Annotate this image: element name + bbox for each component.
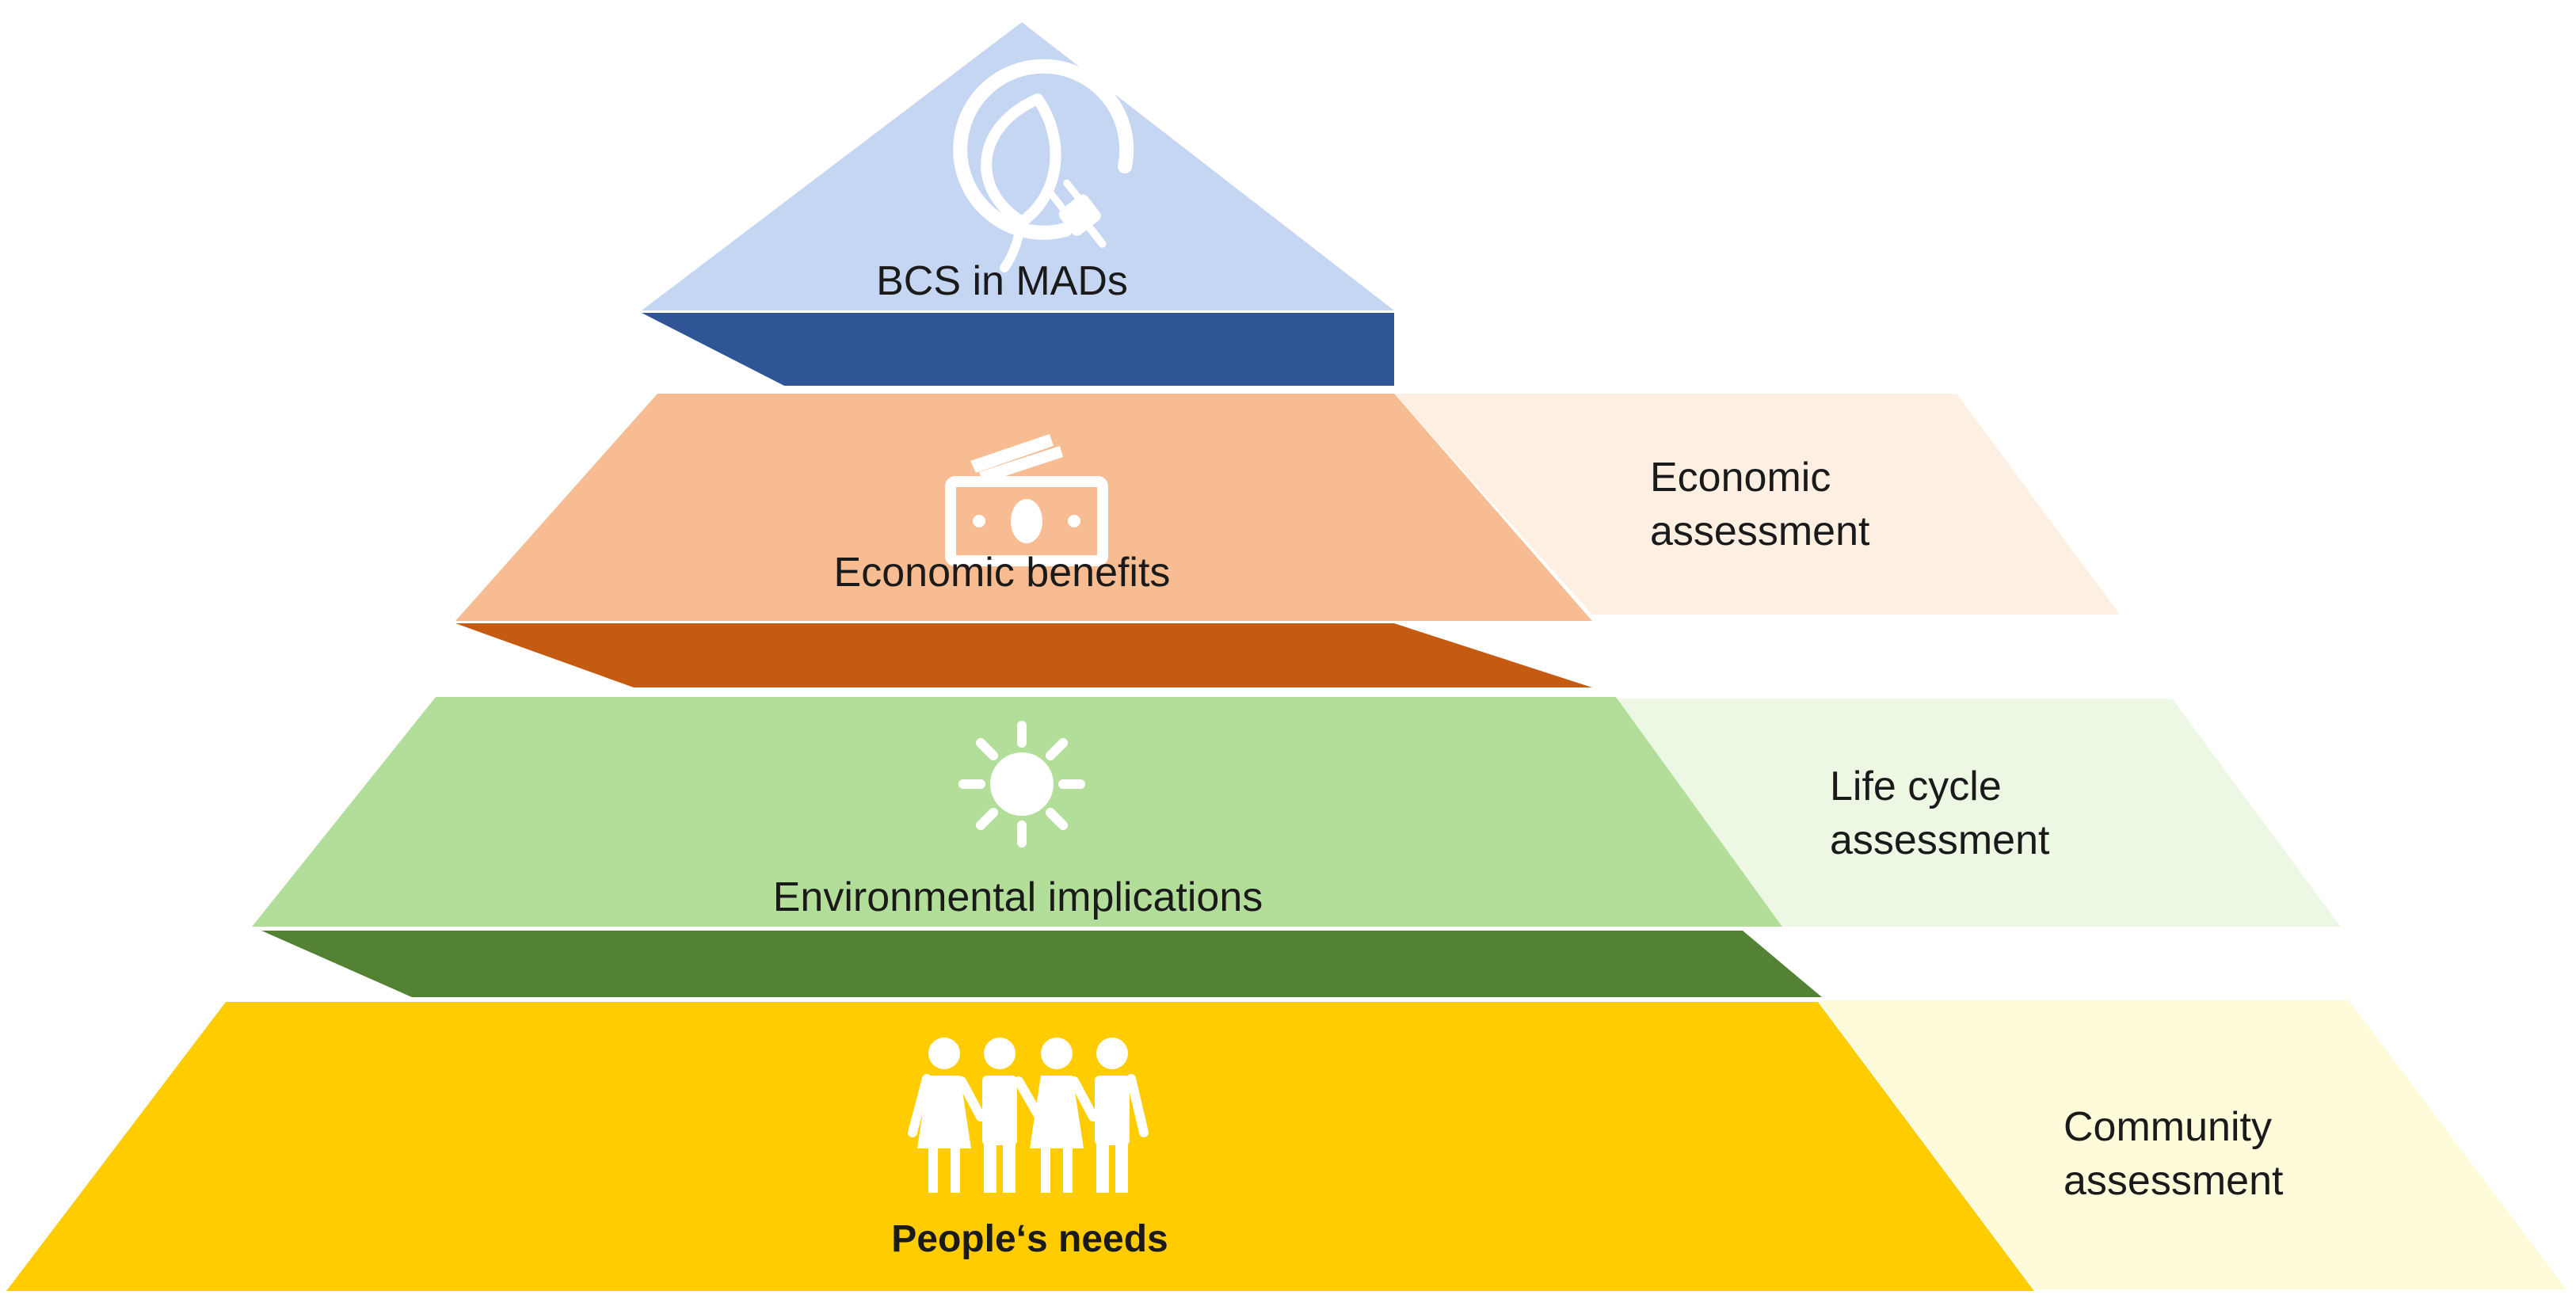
tier-label-bcs: BCS in MADs	[876, 258, 1128, 304]
tier-economic-shade	[455, 623, 1592, 687]
tier-label-people: People‘s needs	[891, 1218, 1168, 1260]
people-icon	[908, 1038, 1149, 1193]
assessment-label-community-line2: assessment	[2063, 1158, 2284, 1204]
tier-people	[6, 1002, 2034, 1291]
tier-top-triangle	[642, 22, 1394, 310]
money-bills-icon	[945, 434, 1108, 566]
tier-label-environmental: Environmental implications	[773, 874, 1263, 920]
assessment-label-lifecycle-line2: assessment	[1830, 817, 2050, 863]
assessment-label-economic-line1: Economic	[1650, 455, 1831, 501]
sun-icon	[958, 721, 1085, 847]
tier-label-economic: Economic benefits	[834, 550, 1171, 596]
assessment-panel-economic	[1394, 394, 2120, 615]
assessment-label-lifecycle-line1: Life cycle	[1830, 764, 2002, 809]
assessment-label-economic-line2: assessment	[1650, 508, 1870, 554]
tier-top-shade	[642, 313, 1394, 386]
tier-environmental-shade	[261, 931, 1822, 997]
assessment-panel-lifecycle	[1616, 699, 2341, 927]
assessment-label-community-line1: Community	[2063, 1104, 2272, 1150]
leaf-plug-icon	[953, 59, 1134, 272]
assessment-panel-community	[1818, 1000, 2566, 1289]
